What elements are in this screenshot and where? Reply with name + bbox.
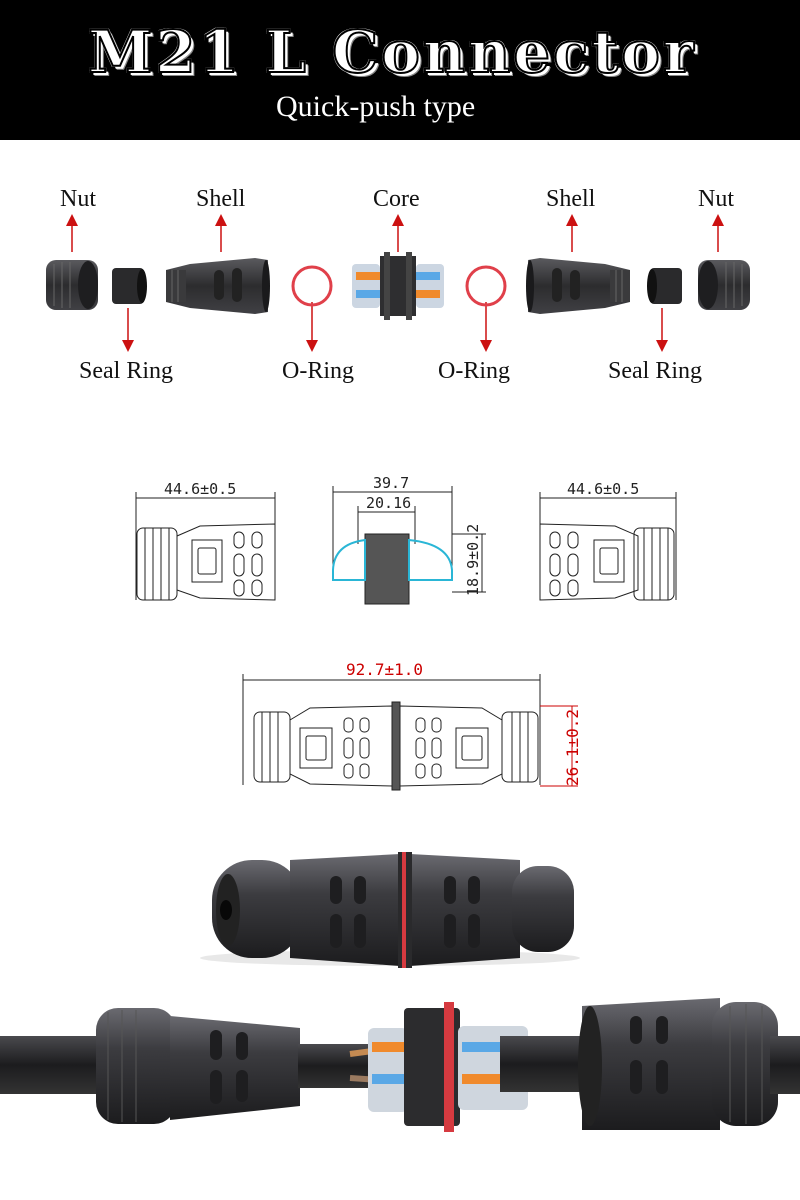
drawing-assembled <box>242 674 578 791</box>
page-title: M21 L Connector <box>87 17 697 87</box>
dim-shell-left-length: 44.6±0.5 <box>164 480 236 498</box>
seal-ring-left-part <box>112 268 147 304</box>
photo-cable-assembly <box>0 998 800 1132</box>
label-oring-right: O-Ring <box>438 358 510 384</box>
oring-right-part <box>465 265 507 307</box>
header-banner: M21 L Connector Quick-push type <box>0 0 800 140</box>
arrows-top <box>66 214 724 252</box>
label-nut-left: Nut <box>60 186 96 212</box>
shell-right-part <box>526 258 630 314</box>
drawing-shell-right <box>539 492 677 601</box>
dim-core-inner: 20.16 <box>366 494 411 512</box>
photo-assembled-connector <box>200 852 580 968</box>
dim-core-length: 39.7 <box>373 474 409 492</box>
dim-core-height: 18.9±0.2 <box>464 524 482 596</box>
seal-ring-right-part <box>647 268 682 304</box>
oring-left-part <box>291 265 333 307</box>
dim-total-height: 26.1±0.2 <box>563 709 582 786</box>
page-subtitle: Quick-push type <box>276 90 476 123</box>
exploded-parts-view <box>46 214 750 352</box>
label-seal-ring-right: Seal Ring <box>608 358 702 384</box>
label-nut-right: Nut <box>698 186 734 212</box>
nut-right-part <box>698 260 750 310</box>
dim-shell-right-length: 44.6±0.5 <box>567 480 639 498</box>
label-oring-left: O-Ring <box>282 358 354 384</box>
label-core: Core <box>373 186 420 212</box>
label-shell-right: Shell <box>546 186 596 212</box>
shell-left-part <box>166 258 270 314</box>
core-part <box>352 252 444 320</box>
product-photos <box>0 852 800 1132</box>
dim-total-length: 92.7±1.0 <box>346 660 423 679</box>
drawing-shell-left <box>135 492 276 601</box>
label-shell-left: Shell <box>196 186 246 212</box>
nut-left-part <box>46 260 98 310</box>
drawing-core <box>332 486 486 605</box>
drawing-core-cyan-outline <box>332 538 453 581</box>
label-seal-ring-left: Seal Ring <box>79 358 173 384</box>
arrows-bottom <box>122 302 668 352</box>
technical-drawings: 44.6±0.5 39.7 20.16 18.9±0.2 44.6±0.5 92… <box>135 474 677 791</box>
